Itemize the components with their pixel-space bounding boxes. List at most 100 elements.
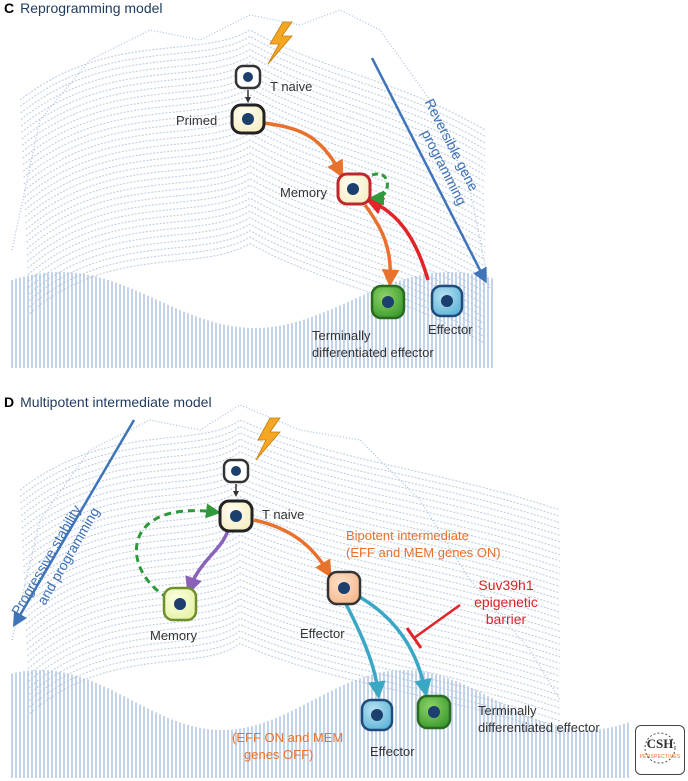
progressive-stability-arrow [12,419,136,628]
landscape-contour-d [28,623,561,715]
logo-graphic [644,732,676,764]
landscape-contour-d [24,534,561,626]
landscape-contour-c [28,223,486,325]
effector-to-memory-arrow [365,198,430,281]
panel-d-title: D Multipotent intermediate model [4,394,212,410]
label-effector-mid: Effector [300,626,345,641]
landscape-contour-c [20,48,486,150]
label-bipotent-1: Bipotent intermediate [346,528,469,543]
landscape-contour-d [22,489,561,581]
cell-intermediate-d [218,499,254,533]
lightning-bolt-icon [267,21,293,65]
panel-d-letter: D [4,394,15,410]
epigenetic-barrier-symbol [405,603,461,649]
label-memory-d: Memory [150,628,197,643]
landscape-contour-c [20,42,486,144]
landscape-outline-c [11,9,491,291]
intermediate-to-memory-arrow [185,529,230,595]
landscape-contour-d [24,527,561,620]
label-t-naive-c: T naive [270,79,313,94]
landscape-contour-c [26,178,486,280]
landscape-contour-c [29,242,486,345]
landscape-contour-c [26,191,486,293]
primed-to-memory-arrow [263,121,344,179]
label-barrier-1: Suv39h1 [478,577,534,593]
landscape-contour-d [19,425,561,517]
landscape-contour-d [26,585,561,677]
memory-to-terminal-arrow [363,203,400,287]
landscape-contour-c [26,184,486,286]
cell-naive-d [222,458,250,484]
memory-to-intermediate-arrow [134,503,221,600]
cell-effector-d [360,698,394,732]
landscape-contour-d [25,547,561,639]
landscape-contour-d [27,604,561,696]
landscape-contour-d [24,540,561,632]
memory-self-renewal-arrow [369,172,389,206]
landscape-contour-d [26,566,561,658]
landscape-contour-c [24,139,486,241]
panel-d-title-text: Multipotent intermediate model [20,394,212,410]
landscape-contour-c [21,61,486,163]
logo-text-csh: CSH [646,736,674,751]
label-t-naive-d: T naive [262,507,305,522]
label-effector-bottom: Effector [370,744,415,759]
landscape-contour-d [29,636,561,728]
landscape-contour-d [28,630,561,722]
cell-terminal-d [416,694,452,730]
landscape-contour-c [23,107,486,209]
landscape-contour-c [23,113,486,215]
label-terminal-c-2: differentiated effector [312,345,434,360]
landscape-contour-c [27,210,486,312]
cell-memory-c [336,172,372,206]
landscape-contour-d [29,642,561,735]
landscape-contour-c [20,55,486,157]
label-terminal-d-2: differentiated effector [478,720,600,735]
landscape-contour-d [27,591,561,684]
intermediate-to-effector-arrow [253,518,332,579]
landscape-contour-d [28,617,561,709]
label-eff-on-1: (EFF ON and MEM [232,730,344,745]
cell-primed-c [230,103,266,135]
label-barrier-3: barrier [485,611,527,627]
landscape-contour-c [27,204,486,306]
landscape-contour-c [28,217,486,319]
label-bipotent-2: (EFF and MEM genes ON) [346,545,501,560]
landscape-contour-c [22,94,486,196]
landscape-contour-c [27,197,486,299]
landscape-contour-c [28,229,486,332]
cell-effector-c [430,284,464,318]
landscape-contour-d [25,553,561,645]
lightning-bolt-icon [255,417,281,461]
landscape-contour-c [29,236,486,338]
landscape-contour-d [22,483,561,575]
label-memory-c: Memory [280,185,327,200]
label-terminal-c-1: Terminally [312,328,371,343]
reversible-programming-arrow [370,57,487,284]
landscape-contour-d [27,611,561,703]
effector-to-terminal-arrow [357,594,432,697]
landscape-contour-d [22,496,561,588]
cell-terminal-c [370,284,406,320]
cell-memory-d [162,586,198,622]
panel-c-letter: C [4,0,15,16]
landscape-contour-d [26,572,561,664]
landscape-contour-c [24,145,486,247]
landscape-contour-d [25,559,561,652]
label-barrier-2: epigenetic [474,594,538,610]
label-terminal-d-1: Terminally [478,703,537,718]
cell-effector-intermediate-d [326,570,362,606]
logo-text-perspectives: PERSPECTIVES [639,754,681,760]
label-effector-c: Effector [428,322,473,337]
landscape-contour-d [27,598,561,690]
landscape-contour-d [19,419,561,511]
landscape-contour-d [20,432,561,524]
label-primed: Primed [176,113,218,128]
landscape-contour-c [22,87,486,189]
landscape-contour-c [25,158,486,260]
landscape-contour-c [23,119,486,222]
cell-naive-c [234,64,262,90]
landscape-contour-c [22,100,486,202]
